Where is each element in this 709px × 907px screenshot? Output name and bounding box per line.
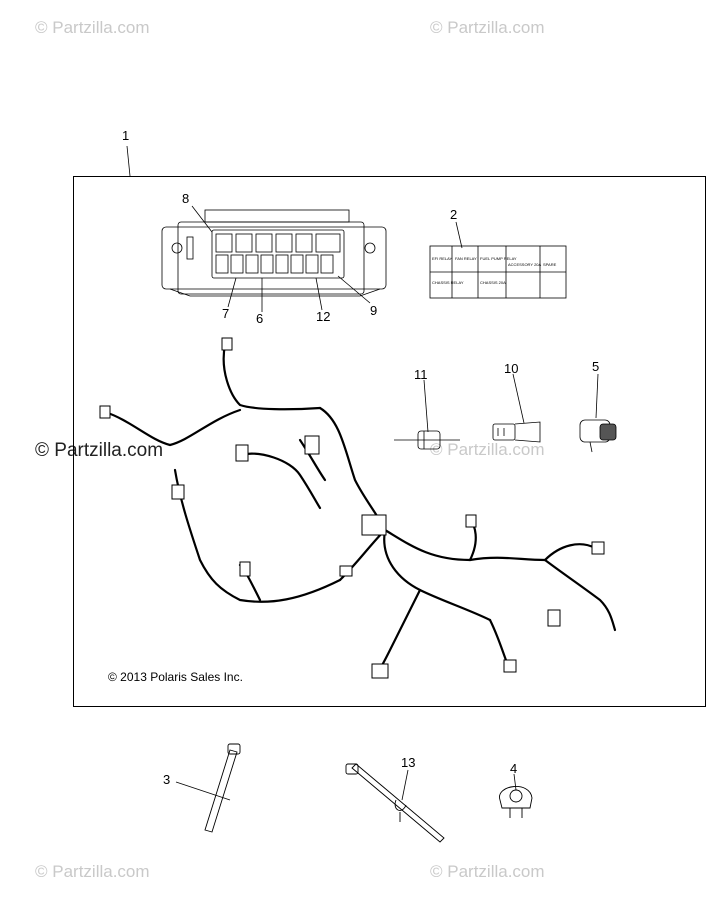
callout-2: 2 [450,207,458,222]
assembly-frame [73,176,706,707]
callout-12: 12 [316,309,331,324]
decal-chassis-fuse: CHASSIS 20A [480,280,506,285]
watermark-mid-left: © Partzilla.com [35,440,164,461]
diode-drawing [394,430,460,450]
callout-10: 10 [504,361,519,376]
watermark-top-right: © Partzilla.com [430,18,545,37]
decal-fan-relay: FAN RELAY [455,256,477,261]
callout-1: 1 [122,128,130,143]
cable-tie-drawing [204,743,241,833]
watermark-mid-right: © Partzilla.com [430,440,545,459]
callout-8: 8 [182,191,190,206]
harness-connectors [99,337,605,679]
connector-drawing [579,419,617,453]
decal-chassis-relay: CHASSIS RELAY [432,280,464,285]
callout-9: 9 [370,303,378,318]
callout-5: 5 [592,359,600,374]
callout-11: 11 [414,367,428,382]
fuse-box-drawing [161,209,387,297]
push-mount-tie-drawing [345,763,445,843]
watermark-top-left: © Partzilla.com [35,18,150,37]
clip-drawing [499,786,533,818]
callout-7: 7 [222,306,230,321]
decal-efi-relay: EFI RELAY [432,256,452,261]
callout-3: 3 [163,772,171,787]
decal-spare: SPARE [543,262,557,267]
decal-accessory-fuse: ACCESSORY 20A [508,262,542,267]
terminal-drawing [492,421,541,443]
copyright-notice: © 2013 Polaris Sales Inc. [108,670,243,684]
callout-13: 13 [401,755,416,770]
callout-6: 6 [256,311,264,326]
wiring-harness-drawing [103,343,617,677]
decal-fuel-pump-relay: FUEL PUMP RELAY [480,256,517,261]
callout-4: 4 [510,761,518,776]
watermark-bottom-left: © Partzilla.com [35,862,150,881]
watermark-bottom-right: © Partzilla.com [430,862,545,881]
fuse-decal-drawing [429,245,567,299]
